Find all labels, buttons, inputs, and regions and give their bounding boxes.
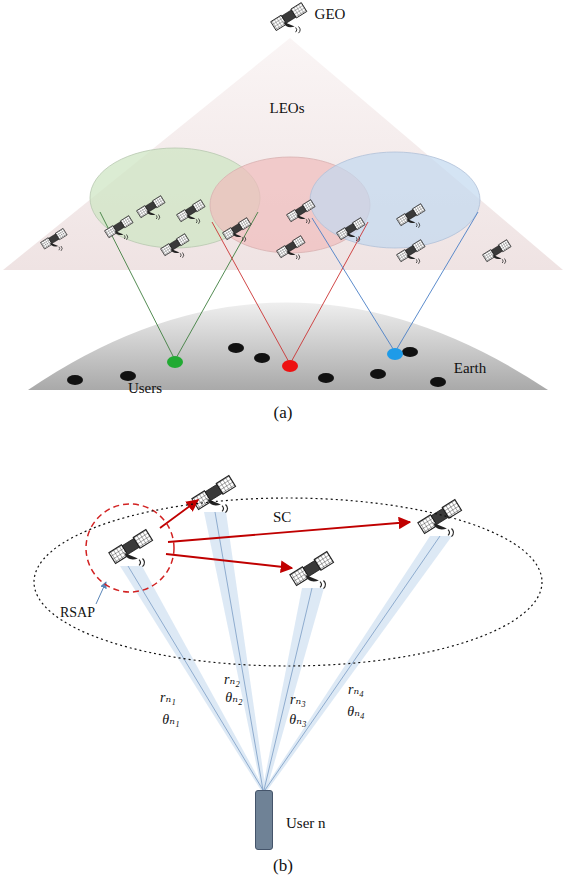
beam xyxy=(262,536,452,792)
beam-axis xyxy=(128,566,263,790)
distance-label: rₙ₁ xyxy=(160,690,176,705)
dashed-circle xyxy=(86,504,174,592)
user-dot xyxy=(370,369,386,379)
user-device: User n xyxy=(255,790,273,850)
coverage-line xyxy=(175,212,258,360)
node-label: SC xyxy=(273,509,291,526)
subfigure-caption: (b) xyxy=(273,857,293,876)
dotted-ellipse xyxy=(34,498,542,666)
leo-satellite xyxy=(483,240,512,264)
subfigure-caption: (a) xyxy=(274,404,293,423)
leo-satellite xyxy=(137,196,166,220)
leo-satellite xyxy=(397,240,426,264)
geo-coverage xyxy=(3,38,563,270)
leo-satellite xyxy=(105,216,134,240)
leo-satellite xyxy=(40,228,67,251)
satellite-label: GEO xyxy=(315,6,346,23)
beam xyxy=(204,512,266,792)
node-label: User n xyxy=(286,815,326,832)
blue-cluster xyxy=(310,152,480,248)
beam-axis xyxy=(265,536,440,790)
leader-arrow xyxy=(96,582,106,604)
leo-satellite xyxy=(418,500,462,537)
rsap-circle: RSAP xyxy=(85,503,175,593)
beam xyxy=(262,588,324,792)
geo-satellite xyxy=(271,3,307,34)
distance-label: rₙ₄ xyxy=(348,682,364,697)
angle-label: θₙ₃ xyxy=(289,712,306,727)
coverage-line xyxy=(312,218,395,352)
user-dot xyxy=(402,347,418,357)
red-arrow xyxy=(166,554,292,568)
red-arrow xyxy=(160,500,198,528)
layer-label: LEOs xyxy=(270,100,305,117)
leo-satellite xyxy=(290,552,334,589)
users-label: Users xyxy=(128,380,162,397)
coverage-line xyxy=(212,222,290,364)
coverage-line xyxy=(100,212,175,360)
user-dot xyxy=(318,373,334,383)
distance-label: rₙ₃ xyxy=(290,692,306,707)
user-dot xyxy=(67,375,83,385)
rsap-satellite xyxy=(109,530,153,567)
earth-label: Earth xyxy=(454,360,486,377)
user-dot-red xyxy=(282,360,298,372)
angle-label: θₙ₁ xyxy=(162,712,179,727)
leo-satellite xyxy=(337,218,366,242)
beam-axis xyxy=(215,512,263,790)
cluster-ellipse: RSAP SC xyxy=(33,497,543,667)
user-dot xyxy=(254,353,270,363)
leo-satellite xyxy=(277,236,306,260)
user-dot xyxy=(430,377,446,387)
distance-label: rₙ₂ xyxy=(224,672,240,687)
leo-satellite xyxy=(177,200,206,224)
coverage-line xyxy=(395,212,478,352)
leo-satellite xyxy=(287,200,316,224)
outline-circle xyxy=(85,503,175,593)
leo-satellite xyxy=(161,234,190,258)
user-dot-blue xyxy=(387,348,403,360)
angle-label: θₙ₂ xyxy=(225,690,242,705)
earth-surface xyxy=(28,303,548,391)
leo-satellite xyxy=(397,204,426,228)
angle-label: θₙ₄ xyxy=(347,704,364,719)
user-dot-green xyxy=(167,356,183,368)
user-dot xyxy=(120,371,136,381)
user-dot xyxy=(228,343,244,353)
node-label: RSAP xyxy=(60,605,95,620)
beam-axis xyxy=(264,588,312,790)
leo-satellite xyxy=(192,476,236,513)
leo-satellite xyxy=(223,218,252,242)
